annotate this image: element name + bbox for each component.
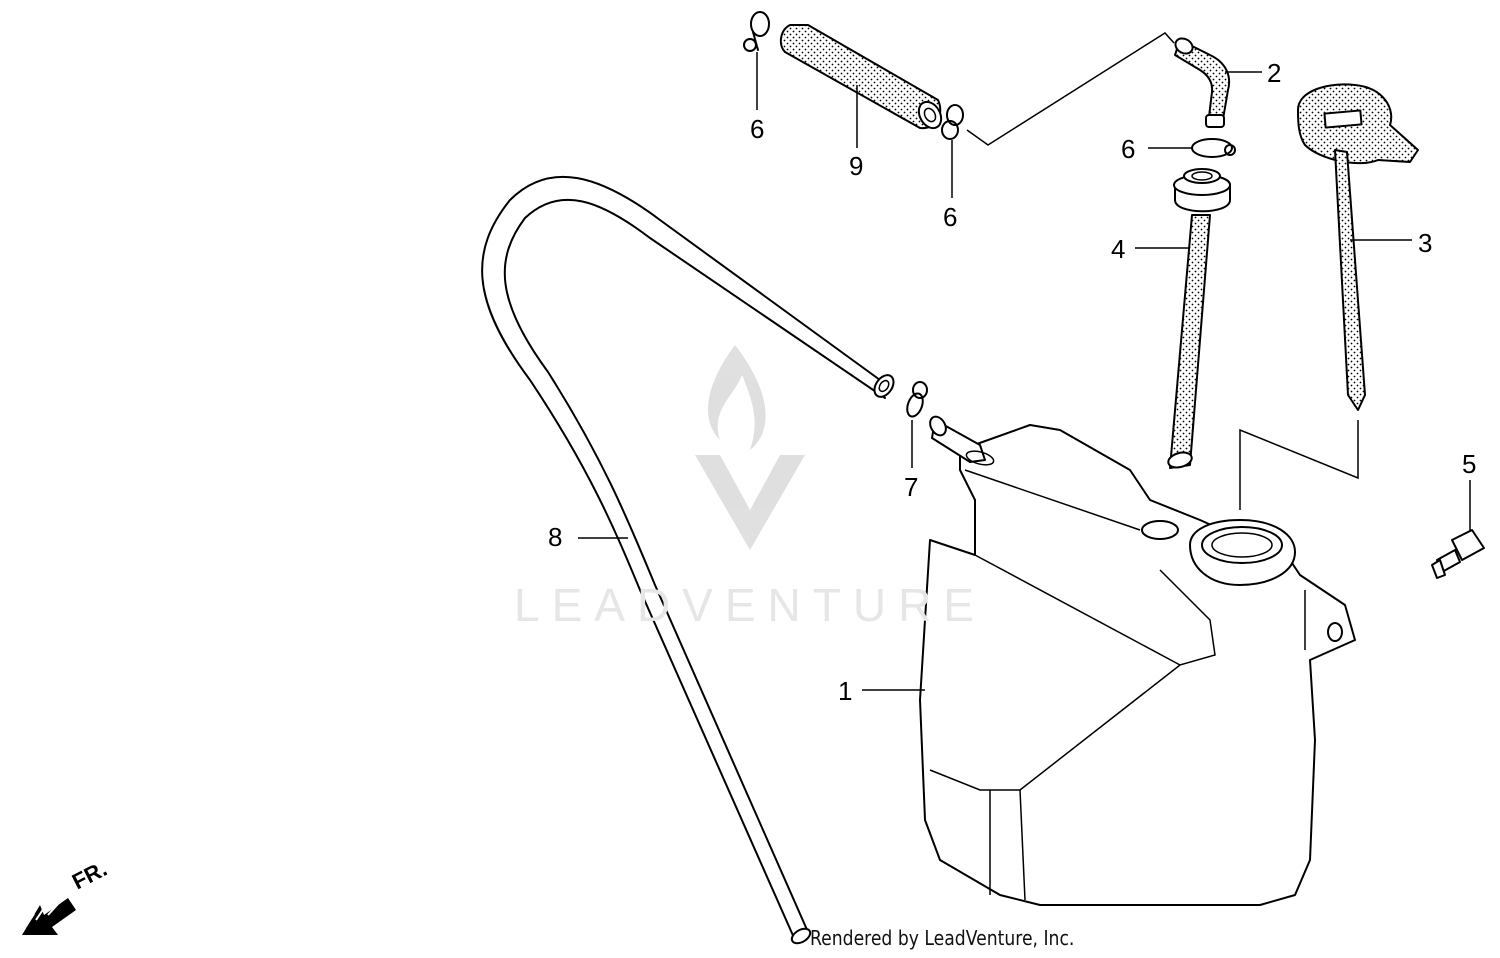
callout-6-left: 6 [750, 114, 764, 144]
dipstick-cap-part-3 [1297, 83, 1419, 411]
filler-neck-part-4 [1167, 168, 1231, 469]
watermark-logo-icon [695, 345, 805, 550]
hose-clip-part-6-right [1191, 138, 1236, 158]
hose-clip-part-6-middle [941, 104, 964, 140]
callout-6-middle: 6 [943, 202, 957, 232]
callout-8: 8 [548, 522, 562, 552]
leader-lines [578, 32, 1471, 691]
overflow-tube-part-8 [481, 175, 895, 945]
breather-hose-part-9 [779, 24, 943, 130]
reservoir-tank-part-1 [919, 415, 1356, 906]
callout-1: 1 [838, 676, 852, 706]
callout-2: 2 [1267, 58, 1281, 88]
callout-9: 9 [849, 151, 863, 181]
callout-7: 7 [904, 472, 918, 502]
elbow-joint-part-2 [1174, 37, 1230, 128]
hose-clip-part-7 [906, 381, 928, 418]
callout-5: 5 [1462, 449, 1476, 479]
front-direction-arrow-icon [22, 898, 76, 935]
callout-3: 3 [1418, 228, 1432, 258]
callout-4: 4 [1111, 234, 1125, 264]
hose-clip-part-6-upper-left [743, 11, 770, 52]
callout-6-right: 6 [1121, 134, 1135, 164]
drain-bolt-part-5 [1431, 529, 1485, 579]
credit-text: Rendered by LeadVenture, Inc. [810, 926, 1075, 950]
